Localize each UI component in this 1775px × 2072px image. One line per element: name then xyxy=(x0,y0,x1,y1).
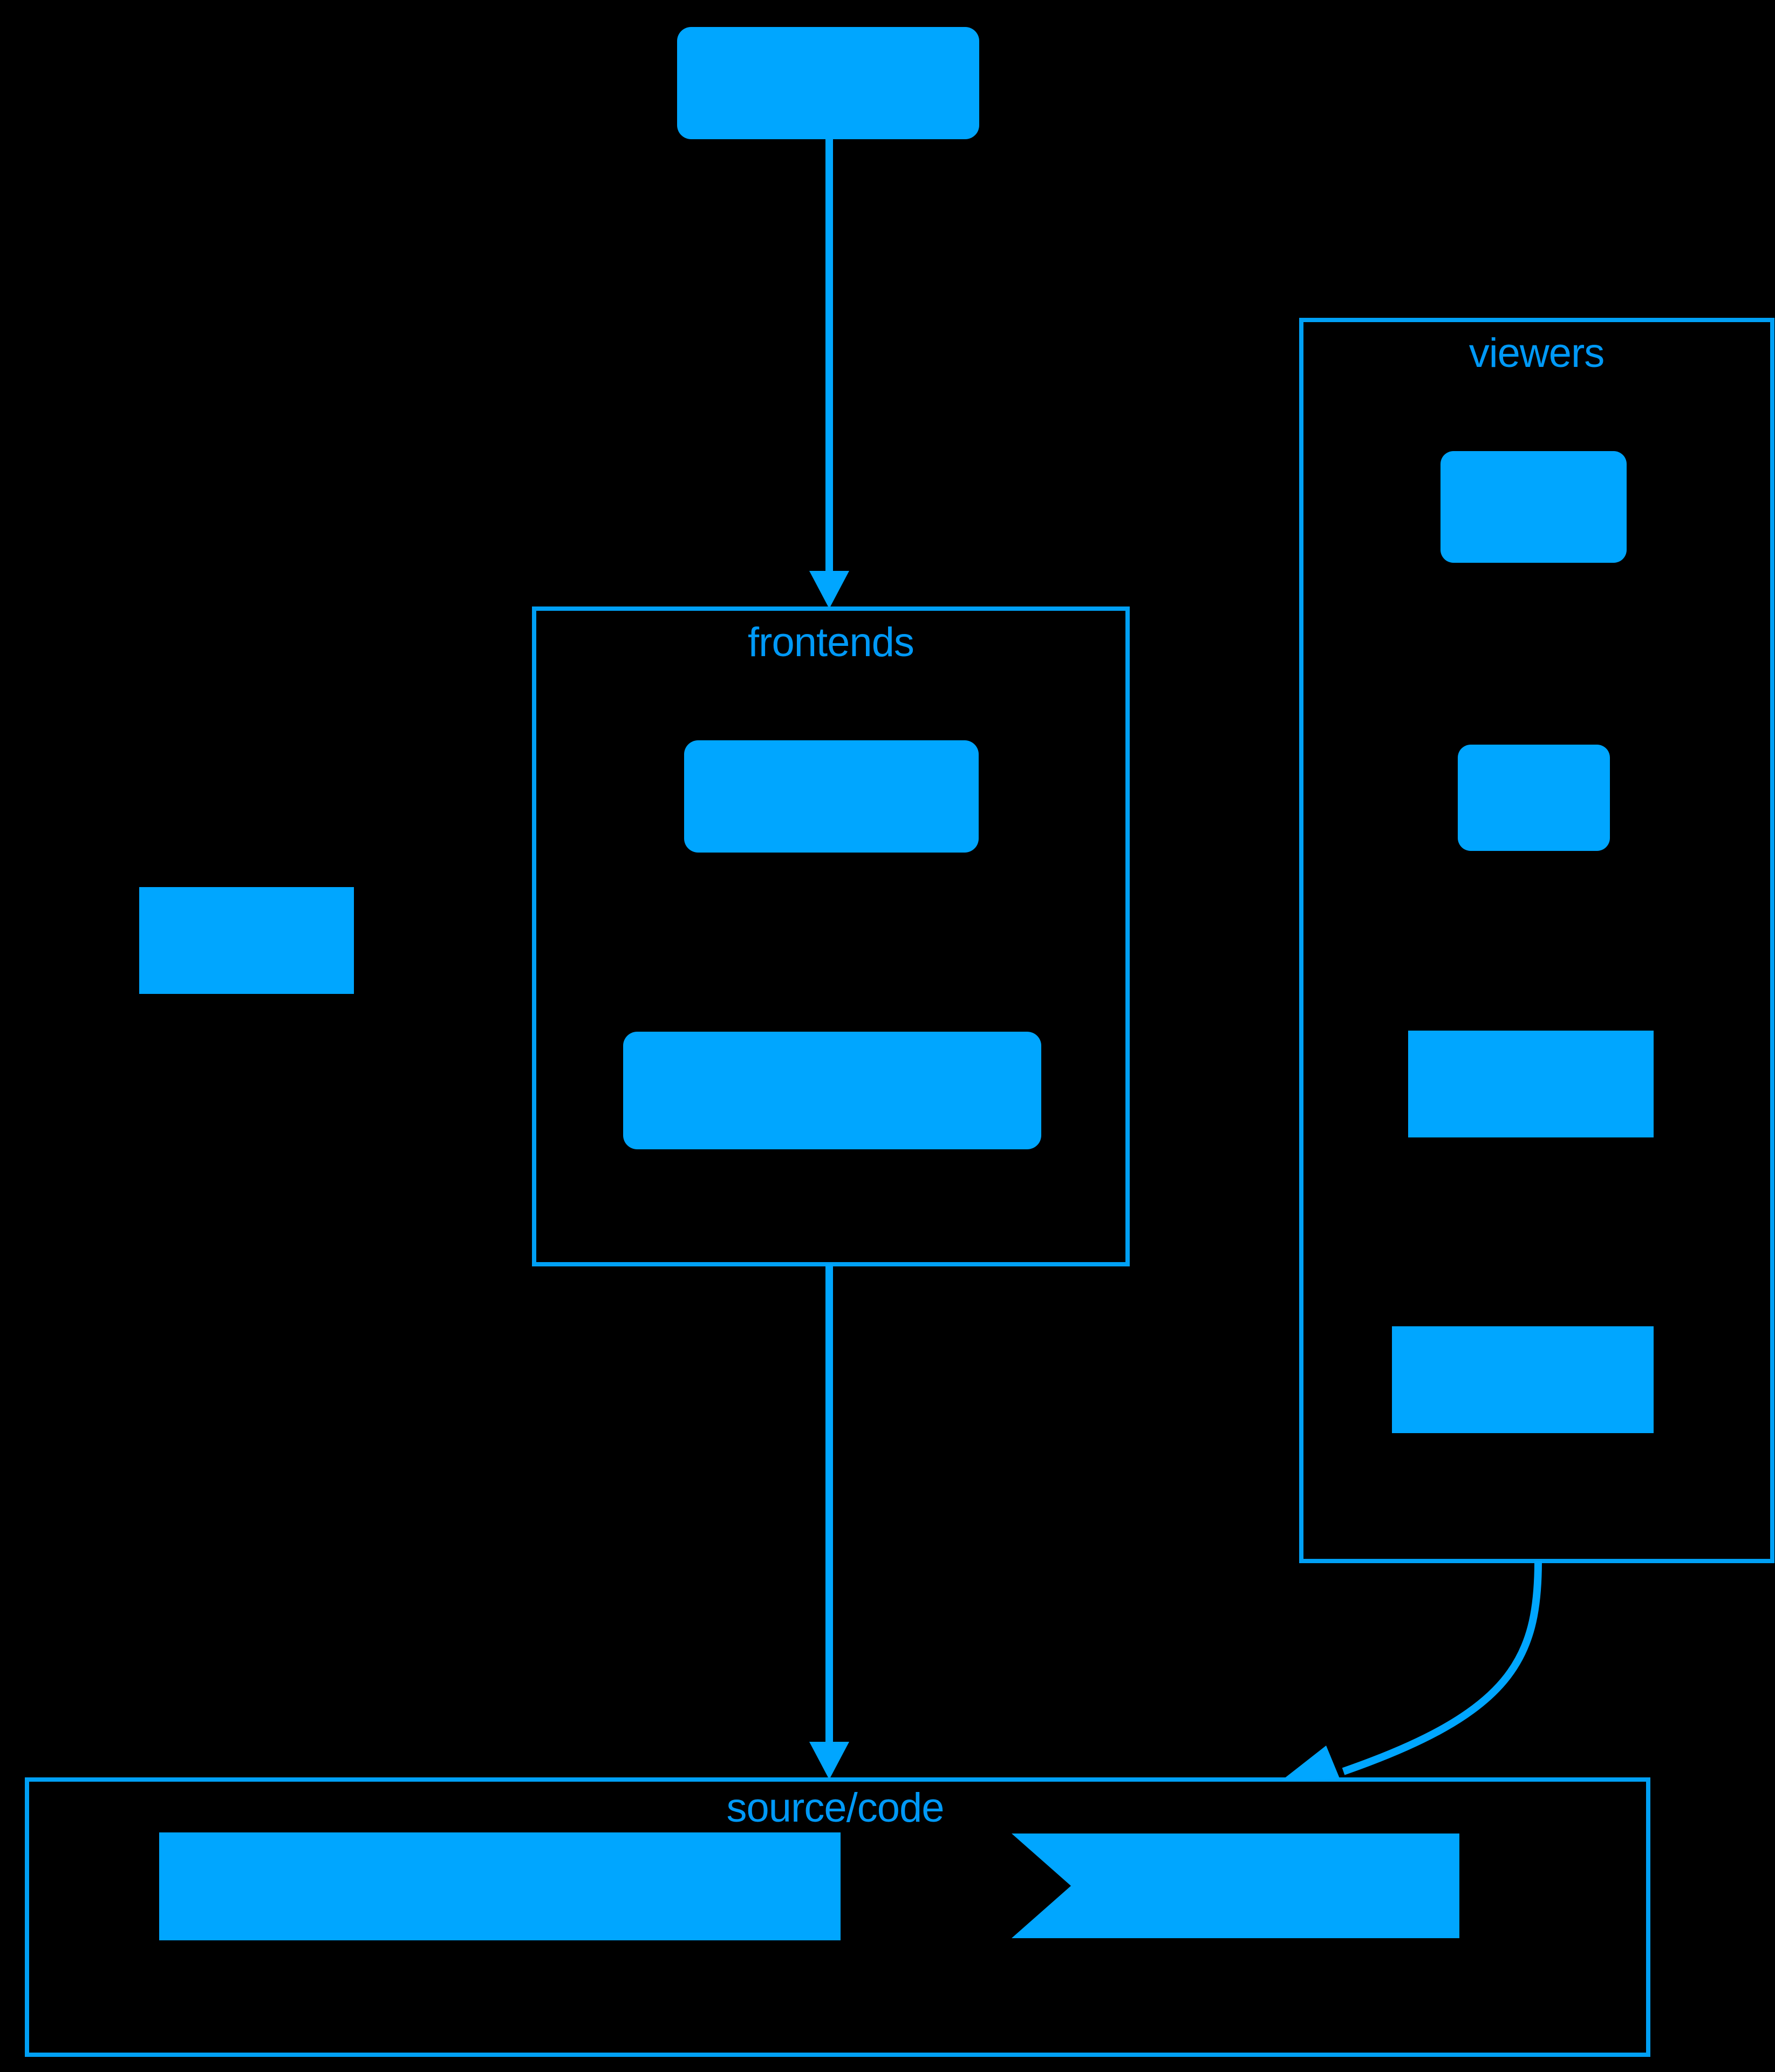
cluster-frontends-label: frontends xyxy=(748,619,914,665)
node-standalone-left[interactable] xyxy=(139,887,354,994)
arrowhead-down-icon xyxy=(809,1742,849,1780)
cluster-viewers-label: viewers xyxy=(1469,330,1605,376)
node-frontend-a-shape xyxy=(684,740,979,853)
node-viewer-4-shape xyxy=(1392,1326,1654,1433)
node-viewer-3[interactable] xyxy=(1408,1031,1654,1137)
node-viewer-2-shape xyxy=(1458,745,1610,851)
node-viewer-2[interactable] xyxy=(1458,745,1610,851)
node-source-block[interactable] xyxy=(159,1832,841,1940)
node-frontend-a[interactable] xyxy=(684,740,979,853)
edge-frontends-to-source-code[interactable] xyxy=(809,1264,849,1780)
node-frontend-b[interactable] xyxy=(623,1032,1041,1149)
node-source-block-shape xyxy=(159,1832,841,1940)
arrowhead-left-icon xyxy=(1281,1746,1340,1781)
node-viewer-1-shape xyxy=(1441,451,1627,563)
cluster-frontends-border xyxy=(532,606,1130,1266)
node-frontend-b-shape xyxy=(623,1032,1041,1149)
edge-curve xyxy=(1342,1560,1542,1775)
node-viewer-4[interactable] xyxy=(1392,1326,1654,1433)
cluster-source-code-border xyxy=(25,1777,1650,2057)
cluster-source-code[interactable]: source/code xyxy=(25,1777,1650,2057)
node-top-entry[interactable] xyxy=(677,27,979,139)
node-code-block[interactable] xyxy=(1012,1834,1459,1938)
node-viewer-1[interactable] xyxy=(1441,451,1627,563)
node-top-entry-shape xyxy=(677,27,979,139)
node-standalone-left-shape xyxy=(139,887,354,994)
cluster-frontends[interactable]: frontends xyxy=(532,606,1130,1266)
edge-viewers-to-source-code[interactable] xyxy=(1281,1560,1542,1781)
edge-top-entry-to-frontends[interactable] xyxy=(809,139,849,609)
node-viewer-3-shape xyxy=(1408,1031,1654,1137)
node-code-block-shape xyxy=(1012,1834,1459,1938)
cluster-source-code-label: source/code xyxy=(726,1785,944,1831)
arrowhead-down-icon xyxy=(809,571,849,609)
